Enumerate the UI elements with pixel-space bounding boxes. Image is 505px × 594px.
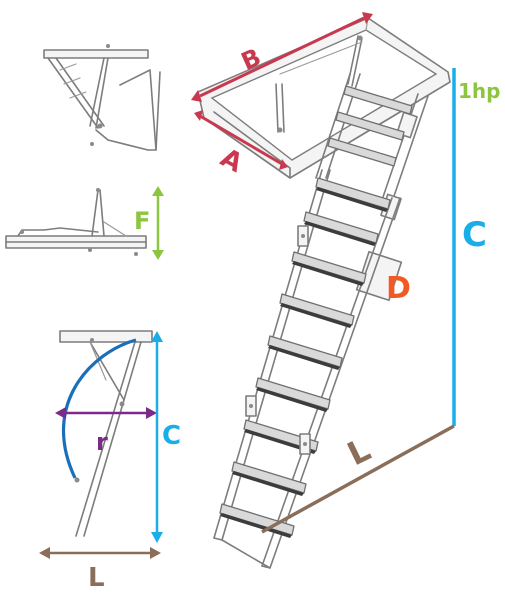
- dimension-r: r: [55, 407, 157, 456]
- label-r: r: [96, 428, 108, 456]
- opening-arc-view: [59, 330, 153, 537]
- dimension-d: D: [386, 271, 411, 306]
- folding-mechanism-view: [43, 44, 161, 151]
- label-c-small: C: [162, 421, 181, 451]
- label-hp: 1hp: [458, 79, 500, 103]
- main-ladder: [197, 17, 451, 569]
- label-c-main: C: [462, 215, 487, 255]
- label-f: F: [134, 207, 150, 235]
- dimension-c-small: C: [151, 331, 181, 543]
- label-l-small: L: [88, 563, 105, 593]
- label-d: D: [386, 271, 411, 306]
- folded-ladder-view: [5, 188, 147, 256]
- dimension-b: B: [191, 12, 373, 102]
- dimension-hp: 1hp: [458, 79, 500, 103]
- dimension-f: F: [134, 186, 164, 260]
- dimension-c-main: C: [452, 68, 487, 426]
- label-l-main: L: [341, 430, 376, 473]
- label-a: A: [215, 143, 247, 179]
- dimension-l-small: L: [39, 547, 161, 593]
